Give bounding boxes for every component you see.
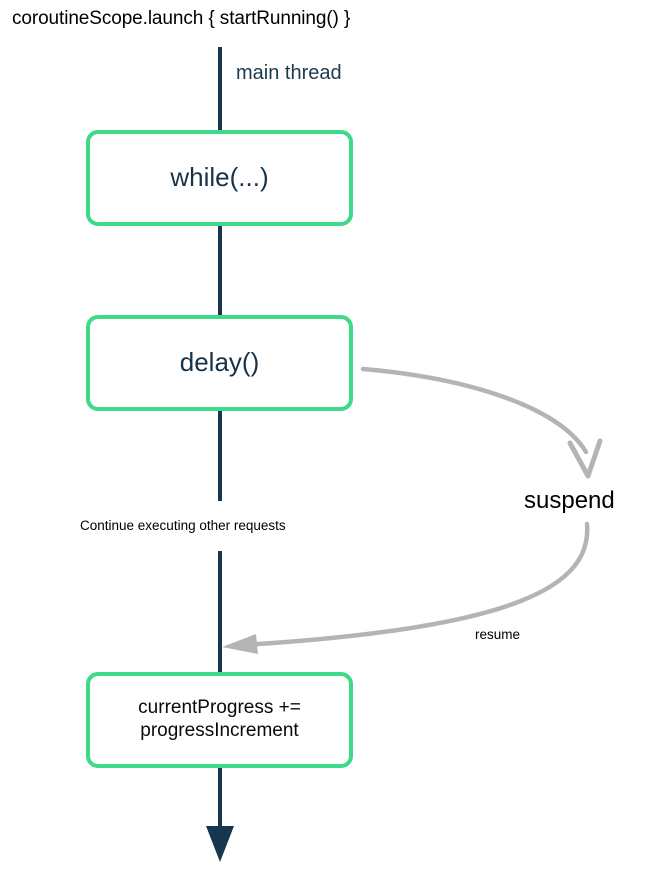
node-while[interactable]: while(...): [86, 130, 353, 226]
resume-arrowhead: [222, 634, 258, 654]
node-progress-label-line1: currentProgress +=: [138, 697, 301, 719]
node-current-progress[interactable]: currentProgress += progressIncrement: [86, 672, 353, 768]
node-progress-label-line2: progressIncrement: [140, 720, 299, 741]
node-delay[interactable]: delay(): [86, 315, 353, 411]
lifeline-end-arrowhead: [206, 826, 234, 862]
resume-label: resume: [475, 627, 521, 642]
node-while-label: while(...): [170, 162, 269, 193]
suspend-arrowhead: [567, 438, 603, 479]
resume-arrow-path: [240, 521, 590, 648]
page-title: coroutineScope.launch { startRunning() }: [12, 8, 351, 29]
suspend-arrow-path: [360, 366, 589, 455]
node-delay-label: delay(): [179, 347, 260, 378]
suspend-label: suspend: [524, 487, 615, 514]
main-thread-label: main thread: [236, 62, 342, 84]
continue-executing-caption: Continue executing other requests: [80, 518, 286, 533]
